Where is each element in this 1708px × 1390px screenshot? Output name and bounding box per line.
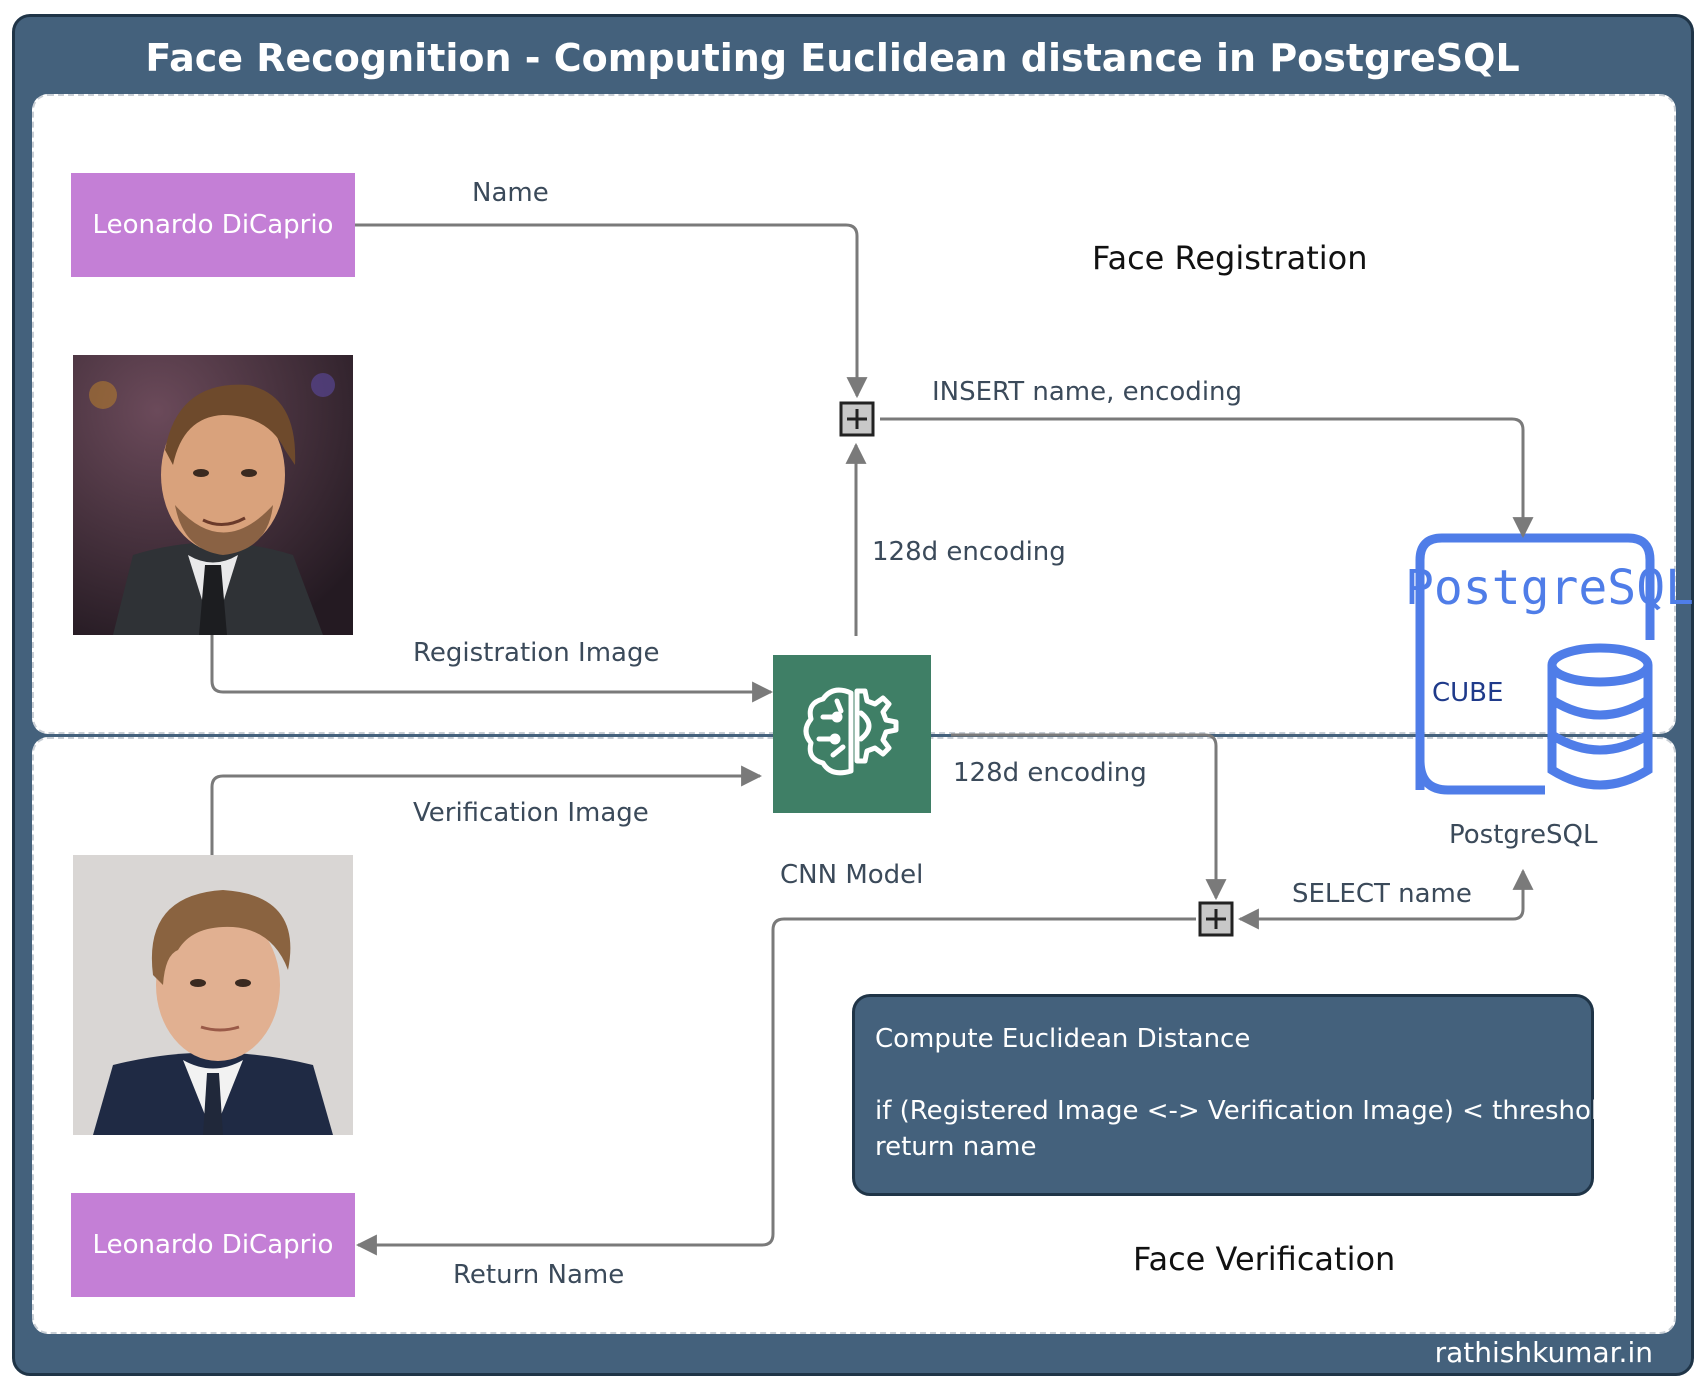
diagram-title: Face Recognition - Computing Euclidean d… bbox=[145, 36, 1520, 80]
distance-box-line-2: if (Registered Image <-> Verification Im… bbox=[875, 1096, 1624, 1126]
registration-image-label: Registration Image bbox=[413, 638, 660, 668]
euclidean-distance-box: Compute Euclidean Distance if (Registere… bbox=[852, 994, 1624, 1196]
footer-credit: rathishkumar.in bbox=[1434, 1336, 1653, 1369]
cube-label: CUBE bbox=[1432, 678, 1504, 708]
select-label: SELECT name bbox=[1292, 879, 1472, 909]
postgres-logo-text: PostgreSQL bbox=[1405, 560, 1694, 616]
name-label: Name bbox=[472, 178, 549, 208]
cnn-model-label: CNN Model bbox=[780, 860, 924, 890]
verification-image-label: Verification Image bbox=[413, 798, 649, 828]
registration-name-box: Leonardo DiCaprio bbox=[71, 173, 355, 277]
verification-encoding-label: 128d encoding bbox=[953, 758, 1147, 788]
postgres-caption: PostgreSQL bbox=[1449, 820, 1598, 850]
brain-gear-icon bbox=[803, 687, 899, 776]
registration-encoding-label: 128d encoding bbox=[872, 537, 1066, 567]
distance-box-line-3: return name bbox=[875, 1132, 1037, 1162]
insert-label: INSERT name, encoding bbox=[932, 377, 1243, 407]
cnn-model-box bbox=[773, 655, 931, 813]
verification-photo bbox=[73, 855, 353, 1135]
verification-section-title: Face Verification bbox=[1133, 1240, 1396, 1278]
registration-section-title: Face Registration bbox=[1092, 239, 1368, 277]
registration-photo bbox=[73, 355, 353, 635]
distance-box-line-1: Compute Euclidean Distance bbox=[875, 1024, 1251, 1054]
return-name-label: Return Name bbox=[453, 1260, 625, 1290]
verification-name-box: Leonardo DiCaprio bbox=[71, 1193, 355, 1297]
